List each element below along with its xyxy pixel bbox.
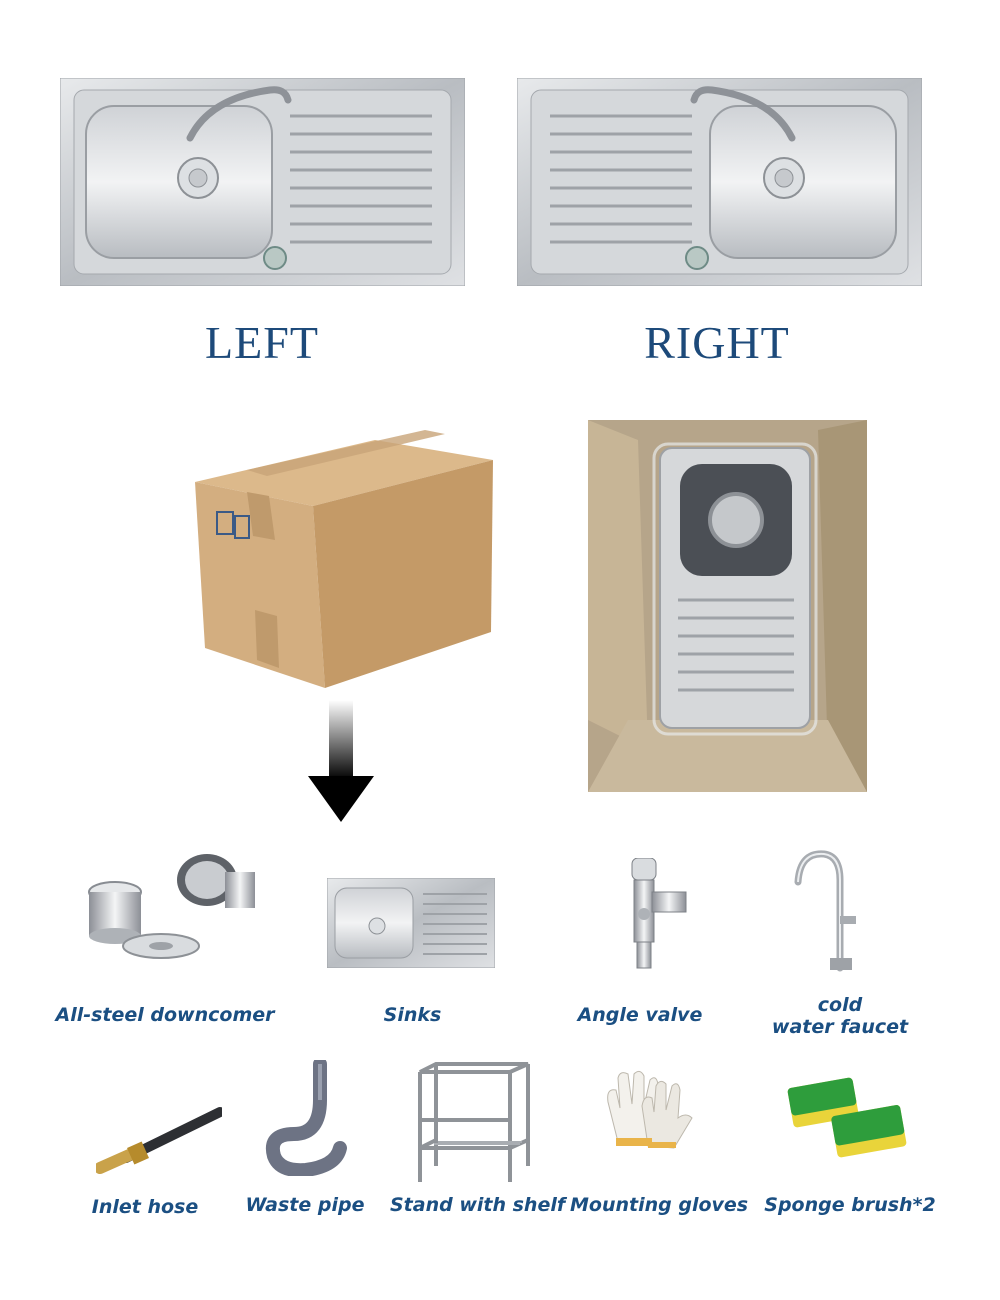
faucet-label-line1: cold: [817, 994, 863, 1016]
right-label: RIGHT: [644, 317, 790, 368]
packed-sink-photo: [588, 420, 867, 792]
inlet-hose-image: [96, 1100, 222, 1178]
right-sink-image: [517, 78, 922, 286]
stand-with-shelf-image: [414, 1060, 534, 1184]
faucet-label-line2: water faucet: [771, 1016, 909, 1038]
angle-valve-image: [612, 858, 692, 970]
cardboard-box-icon: [195, 420, 495, 690]
sinks-image: [327, 878, 495, 968]
mounting-gloves-image: [600, 1068, 696, 1150]
mounting-gloves-label: Mounting gloves: [570, 1194, 749, 1216]
downcomer-image: [75, 850, 265, 970]
angle-valve-label: Angle valve: [577, 1004, 703, 1026]
sponge-brush-label: Sponge brush*2: [764, 1194, 936, 1216]
waste-pipe-image: [260, 1060, 356, 1176]
stand-with-shelf-label: Stand with shelf: [390, 1194, 566, 1216]
left-label: LEFT: [205, 317, 319, 368]
sinks-label: Sinks: [383, 1004, 442, 1026]
waste-pipe-label: Waste pipe: [245, 1194, 365, 1216]
downcomer-label: All-steel downcomer: [55, 1004, 275, 1026]
sponge-brush-image: [786, 1074, 910, 1160]
inlet-hose-label: Inlet hose: [91, 1196, 199, 1218]
left-sink-image: [60, 78, 465, 286]
down-arrow-icon: [308, 700, 374, 822]
cold-water-faucet-image: [790, 850, 890, 972]
